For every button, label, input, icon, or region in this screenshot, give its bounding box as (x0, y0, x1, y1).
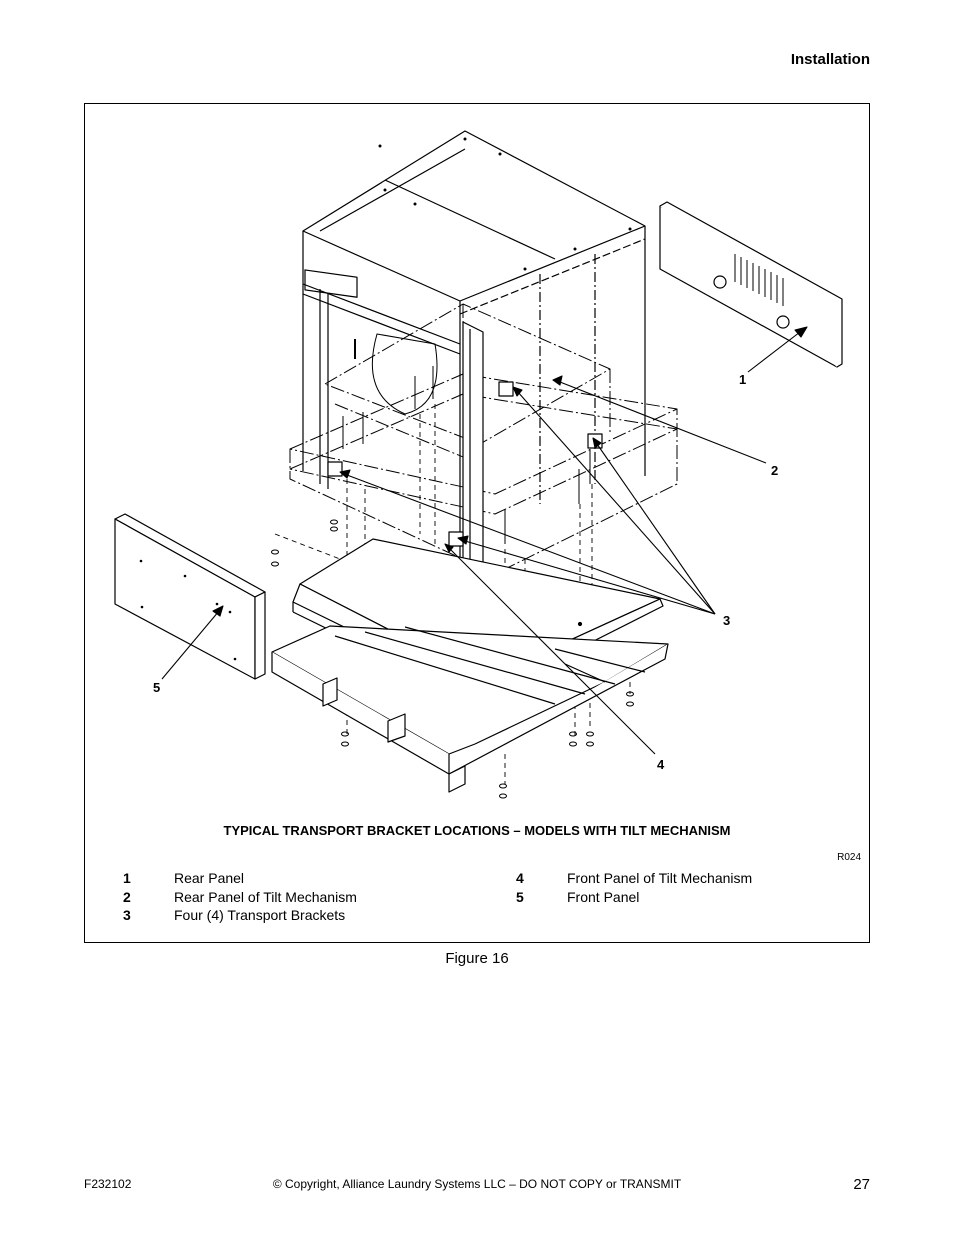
footer-copyright: © Copyright, Alliance Laundry Systems LL… (272, 1177, 682, 1191)
frame-post (462, 321, 484, 575)
legend-item: 1 Rear Panel (123, 870, 357, 889)
legend-number: 2 (123, 888, 131, 905)
pallet (271, 625, 669, 793)
legend-text: Rear Panel (174, 870, 245, 886)
page-number: 27 (853, 1176, 870, 1193)
callout-5: 5 (153, 680, 161, 695)
legend-number: 3 (123, 907, 131, 923)
machine-cabinet (302, 130, 646, 571)
callout-4: 4 (657, 757, 665, 772)
figure-caption: Figure 16 (445, 950, 509, 967)
legend-text: Rear Panel of Tilt Mechanism (174, 888, 357, 905)
legend-item: 2 Rear Panel of Tilt Mechanism (123, 889, 357, 908)
legend-number: 1 (123, 870, 131, 886)
front-panel (114, 513, 266, 680)
legend-number: 5 (516, 888, 524, 905)
legend-item: 5 Front Panel (516, 889, 752, 908)
callout-1: 1 (739, 372, 747, 387)
leader-arrows (161, 326, 808, 755)
bolts (342, 366, 591, 544)
legend-text: Four (4) Transport Brackets (174, 907, 346, 923)
figure-frame: 1 2 3 4 5 TYPICAL TRANSPORT BRACKET LOCA… (84, 103, 870, 943)
figure-title: TYPICAL TRANSPORT BRACKET LOCATIONS – MO… (223, 823, 731, 838)
legend-right: 4 Front Panel of Tilt Mechanism 5 Front … (516, 870, 752, 907)
drawing-code: R024 (837, 852, 861, 863)
machine-illustration (114, 130, 843, 799)
legend-item: 4 Front Panel of Tilt Mechanism (516, 870, 752, 889)
callout-2: 2 (771, 463, 779, 478)
legend-text: Front Panel (567, 888, 640, 905)
rear-panel (659, 201, 843, 368)
legend-number: 4 (516, 870, 524, 886)
footer-doc-id: F232102 (84, 1177, 132, 1191)
legend-item: 3 Four (4) Transport Brackets (123, 907, 357, 926)
legend-text: Front Panel of Tilt Mechanism (567, 870, 753, 886)
section-header: Installation (790, 51, 870, 68)
callout-3: 3 (723, 613, 731, 628)
legend-left: 1 Rear Panel 2 Rear Panel of Tilt Mechan… (123, 870, 357, 926)
washers (271, 519, 634, 799)
